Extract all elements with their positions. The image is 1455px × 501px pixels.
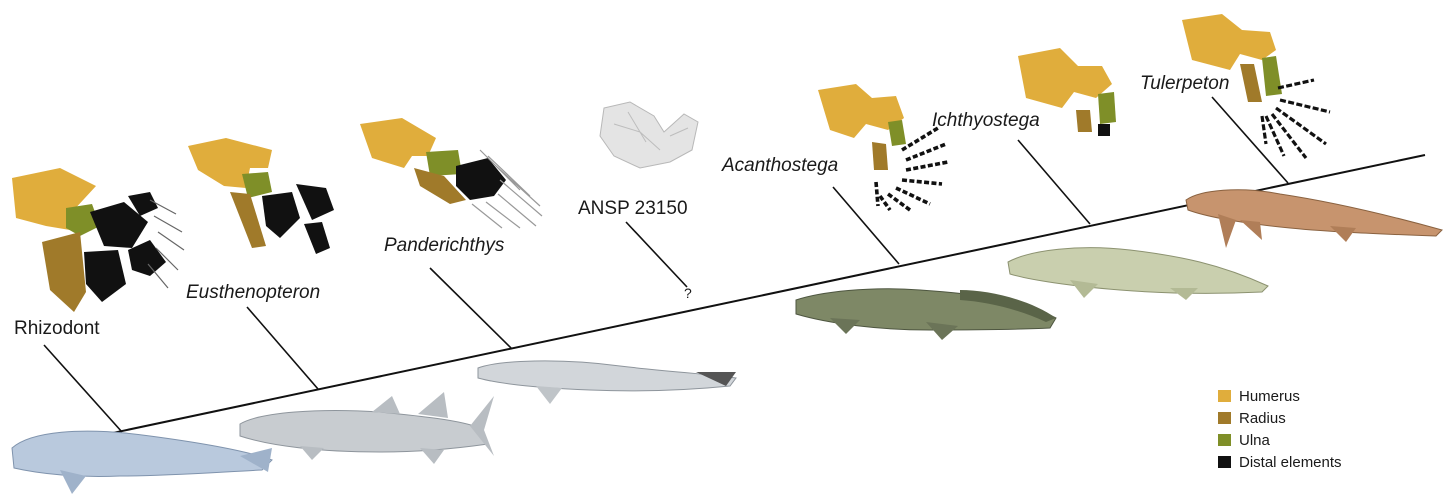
label-rhizodont: Rhizodont [14, 318, 100, 340]
ansp-23150-humerus-fossil [600, 102, 698, 168]
legend-item-ulna: Ulna [1218, 429, 1342, 451]
branch-line-eusthenopteron [247, 307, 318, 389]
label-panderichthys: Panderichthys [384, 235, 504, 257]
branch-line-panderichthys [430, 268, 512, 349]
branch-line-ichthyostega [1018, 140, 1090, 224]
legend-swatch-humerus [1218, 390, 1231, 402]
rhizodont-body-illustration [12, 431, 272, 494]
ichthyostega-ulna [1098, 92, 1116, 124]
label-ichthyostega: Ichthyostega [932, 110, 1040, 132]
legend-label-distal-elements: Distal elements [1239, 454, 1342, 471]
legend-item-humerus: Humerus [1218, 385, 1342, 407]
acanthostega-ulna [888, 120, 906, 146]
panderichthys-body-illustration [478, 361, 736, 404]
ichthyostega-humerus [1018, 48, 1112, 108]
ichthyostega-distal [1098, 124, 1110, 136]
legend-item-distal-elements: Distal elements [1218, 451, 1342, 473]
ichthyostega-body-illustration [1008, 248, 1268, 300]
rhizodont-distal-2 [84, 250, 126, 302]
label-eusthenopteron: Eusthenopteron [186, 282, 320, 304]
eusthenopteron-body-illustration [240, 392, 494, 464]
legend-label-radius: Radius [1239, 410, 1286, 427]
legend-swatch-ulna [1218, 434, 1231, 446]
legend-item-radius: Radius [1218, 407, 1342, 429]
panderichthys-fin-illustration [360, 118, 542, 228]
tulerpeton-body-illustration [1186, 190, 1442, 248]
legend-label-ulna: Ulna [1239, 432, 1270, 449]
acanthostega-body-illustration [796, 289, 1056, 340]
ansp-23150-fossil-illustration [600, 102, 698, 168]
eusthenopteron-fin-illustration [188, 138, 334, 254]
tulerpeton-humerus [1182, 14, 1276, 70]
rhizodont-distal-3 [128, 240, 166, 276]
legend-swatch-radius [1218, 412, 1231, 424]
bone-legend: Humerus Radius Ulna Distal elements [1218, 385, 1342, 473]
rhizodont-fin-rays [148, 200, 184, 288]
unknown-branch-mark: ? [684, 285, 692, 301]
rhizodont-radius [42, 232, 86, 312]
legend-swatch-distal-elements [1218, 456, 1231, 468]
eusthenopteron-radius [230, 192, 266, 248]
branch-line-ansp-23150 [626, 222, 687, 287]
eusthenopteron-distal-1 [262, 192, 300, 238]
eusthenopteron-distal-3 [304, 222, 330, 254]
label-acanthostega: Acanthostega [722, 155, 838, 177]
branch-line-acanthostega [833, 187, 899, 264]
panderichthys-humerus [360, 118, 436, 168]
legend-label-humerus: Humerus [1239, 388, 1300, 405]
eusthenopteron-distal-2 [296, 184, 334, 220]
label-ansp-23150: ANSP 23150 [578, 198, 688, 220]
tulerpeton-radius [1240, 64, 1262, 102]
tulerpeton-ulna [1262, 56, 1282, 96]
acanthostega-radius [872, 142, 888, 170]
branch-line-rhizodont [44, 345, 122, 432]
ichthyostega-radius [1076, 110, 1092, 132]
rhizodont-fin-illustration [12, 168, 184, 312]
label-tulerpeton: Tulerpeton [1140, 73, 1229, 95]
